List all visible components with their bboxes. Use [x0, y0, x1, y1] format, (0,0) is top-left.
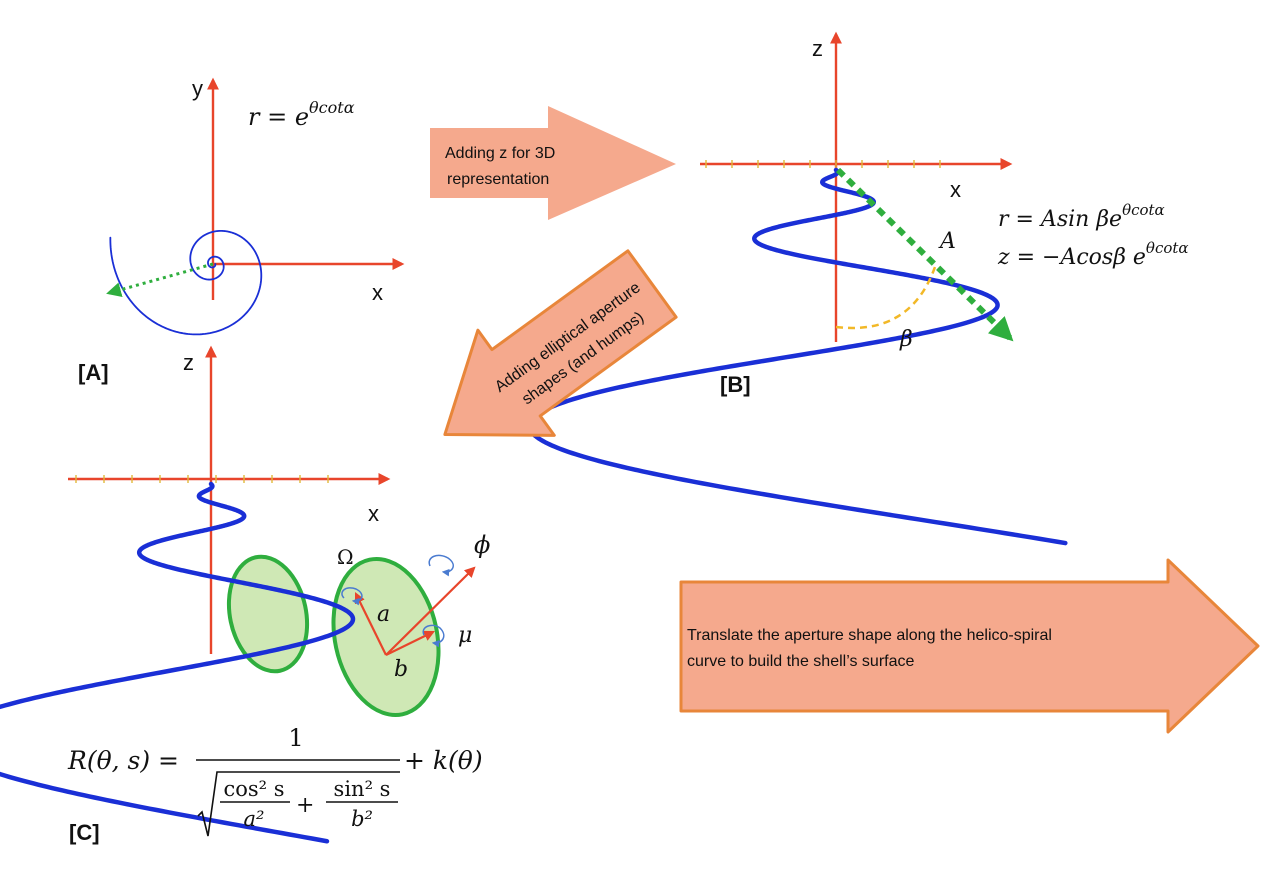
panel-a-y-label: y: [192, 76, 203, 101]
panel-a-label: [A]: [78, 360, 109, 385]
panel-b-equation-r: r = Asin βeθcotα: [998, 201, 1165, 232]
arrow-add-aperture-shape: [443, 249, 678, 437]
formula-numerator: 1: [288, 724, 303, 752]
formula-b-squared: b²: [351, 807, 373, 831]
panel-c-z-label: z: [183, 350, 194, 375]
panel-b-a-vector: [835, 167, 1014, 342]
aperture-formula: R(θ, s) = 1 cos² s a² + sin² s b² + k(θ): [67, 724, 483, 837]
panel-c-x-label: x: [368, 501, 379, 526]
panel-b-equation-z-exponent: θcotα: [1146, 239, 1189, 257]
panel-b-equation-z-base: z = −Acosβ e: [997, 245, 1146, 270]
aperture-vector-phi: [385, 566, 476, 656]
phi-label: ϕ: [474, 531, 490, 559]
a-label: a: [377, 602, 390, 627]
panel-b-beta-arc: [835, 263, 938, 330]
panel-b-label: [B]: [720, 372, 751, 397]
panel-b-equation-r-exponent: θcotα: [1122, 201, 1165, 219]
formula-lhs: R(θ, s) =: [67, 746, 179, 775]
arrow-add-z-line1: Adding z for 3D: [445, 145, 555, 162]
panel-c-label: [C]: [69, 820, 100, 845]
panel-a-radius-vector: [106, 262, 214, 298]
panel-c-helico-spiral: [0, 481, 356, 844]
rotation-arrow-phi-icon: [428, 554, 454, 577]
panel-a-equation-exponent: θcotα: [309, 98, 355, 117]
aperture-vector-mu: [385, 630, 435, 656]
formula-cos-term: cos² s: [223, 777, 284, 801]
arrow-add-z-line2: representation: [447, 171, 549, 188]
arrow-translate-aperture-line2: curve to build the shell’s surface: [687, 653, 914, 670]
panel-b-x-ticks: [705, 160, 941, 168]
arrow-add-z: Adding z for 3D representation: [430, 106, 676, 220]
panel-b-equation-z: z = −Acosβ eθcotα: [997, 239, 1189, 270]
aperture-ellipse-front: [331, 557, 441, 717]
panel-b-x-label: x: [950, 177, 961, 202]
panel-b-beta-label: β: [899, 327, 913, 352]
mu-label: μ: [458, 623, 472, 648]
arrow-add-aperture: Adding elliptical aperture shapes (and h…: [443, 249, 678, 437]
panel-b-helico-spiral: [527, 167, 1068, 546]
b-label: b: [394, 657, 408, 682]
panel-a: y x r = eθcotα [A]: [78, 76, 405, 385]
arrow-translate-aperture-shape: [679, 558, 1260, 734]
panel-a-equation: r = eθcotα: [248, 98, 355, 131]
panel-a-x-label: x: [372, 280, 383, 305]
panel-b-a-label: A: [938, 229, 956, 254]
panel-a-equation-base: r = e: [248, 103, 309, 131]
panel-b: z x A β r = Asin βeθcotα z = −Acosβ eθco…: [527, 31, 1189, 546]
arrow-translate-aperture-line1: Translate the aperture shape along the h…: [687, 627, 1052, 644]
panel-b-equation-r-base: r = Asin βe: [998, 207, 1122, 232]
formula-a-squared: a²: [244, 807, 265, 831]
arrow-add-z-shape: [430, 106, 676, 220]
rotation-arrow-mu-icon: [422, 624, 445, 648]
panel-a-log-spiral: [109, 229, 263, 336]
formula-sqrt-sign: [197, 771, 400, 837]
formula-plus: +: [296, 793, 314, 818]
formula-rhs: + k(θ): [404, 746, 483, 775]
formula-sin-term: sin² s: [334, 777, 391, 801]
omega-label: Ω: [337, 545, 354, 569]
panel-c-x-ticks: [75, 475, 329, 483]
panel-c: z x Ω ϕ μ a b R(θ, s) = 1 cos² s a² + si…: [0, 345, 490, 845]
aperture-vector-a: [354, 592, 387, 656]
panel-b-z-label: z: [812, 36, 823, 61]
rotation-arrow-omega-icon: [341, 587, 363, 606]
arrow-translate-aperture: Translate the aperture shape along the h…: [679, 558, 1260, 734]
